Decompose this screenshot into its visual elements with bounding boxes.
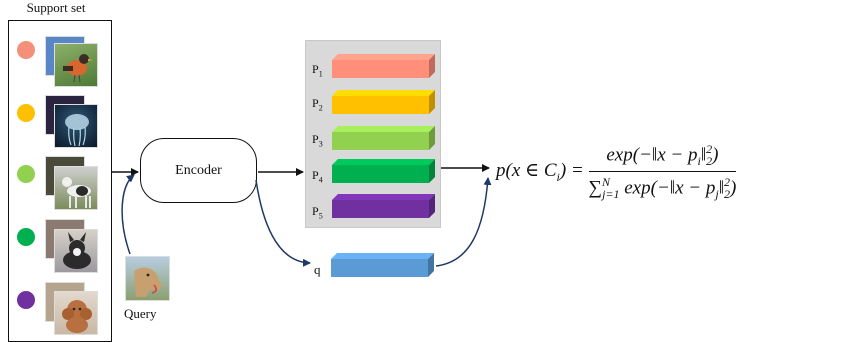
- formula-denominator: ∑Nj=1 exp(−‖x − pj‖22): [589, 172, 737, 202]
- prototype-label-3: P3: [312, 132, 323, 148]
- formula-fraction: exp(−‖x − pi‖22) ∑Nj=1 exp(−‖x − pj‖22): [588, 142, 737, 202]
- greyhound-photo: [54, 166, 98, 210]
- prototype-label-index: 4: [318, 175, 323, 185]
- prototype-bar-1: [332, 54, 435, 78]
- formula-denominator-norm-sup: 2: [724, 175, 731, 190]
- formula-lhs-text: p(x ∈ C: [496, 160, 557, 182]
- prototype-label-index: 1: [318, 69, 323, 79]
- prototype-label-5: P5: [312, 204, 323, 220]
- prototype-label-text: P: [312, 204, 319, 218]
- prototype-label-2: P2: [312, 96, 323, 112]
- formula-denominator-sub: j: [715, 187, 719, 202]
- greyhound-icon: [62, 177, 91, 208]
- formula-numerator-end: ): [712, 144, 719, 166]
- formula-denominator-end: ): [730, 177, 737, 199]
- class-dot-1: [17, 41, 35, 59]
- prototype-bar-5: [332, 194, 435, 218]
- prototype-label-4: P4: [312, 168, 323, 184]
- bird-icon: [63, 54, 93, 83]
- class-dot-3: [17, 165, 35, 183]
- formula-denominator-norm-sub: 2: [724, 187, 731, 202]
- encoder-label: Encoder: [175, 162, 222, 178]
- query-to-encoder-arrow: [121, 174, 135, 255]
- formula-sum-sub: j=1: [602, 187, 620, 202]
- poodle-icon: [62, 300, 92, 333]
- poodle-photo: [54, 291, 98, 335]
- prototype-label-text: P: [312, 168, 319, 182]
- encoder-to-query-embedding-arrow: [255, 179, 311, 267]
- query-dog-icon: [134, 267, 162, 297]
- formula-numerator-norm-sup: 2: [706, 142, 713, 156]
- formula-lhs-sub: i: [556, 170, 560, 185]
- prototype-label-text: P: [312, 96, 319, 110]
- prototype-bar-4: [332, 159, 435, 183]
- prototype-bar-2: [332, 90, 435, 114]
- formula-numerator: exp(−‖x − pi‖22): [588, 142, 737, 173]
- formula-numerator-sub: i: [697, 154, 701, 169]
- prototype-label-text: P: [312, 132, 319, 146]
- formula-numerator-text: exp(−‖x − p: [606, 144, 698, 166]
- formula-sum-sup: N: [602, 175, 611, 190]
- formula-denominator-text: exp(−‖x − p: [619, 177, 716, 199]
- formula-numerator-norm-sub: 2: [706, 154, 713, 169]
- formula-numerator-close: ‖: [700, 144, 707, 166]
- class-dot-5: [17, 291, 35, 309]
- prototype-bar-3: [332, 126, 435, 150]
- formula-lhs: p(x ∈ Ci) =: [496, 160, 584, 185]
- softmax-formula: p(x ∈ Ci) = exp(−‖x − pi‖22) ∑Nj=1 exp(−…: [496, 142, 737, 202]
- jellyfish-photo: [54, 104, 98, 148]
- embedding-bars: [331, 54, 435, 277]
- jellyfish-icon: [65, 114, 89, 147]
- query-embedding-label: q: [314, 262, 321, 277]
- query-photo: [125, 256, 170, 301]
- query-label: Query: [124, 306, 157, 321]
- support-set-title: Support set: [26, 0, 86, 15]
- prototype-label-index: 2: [318, 103, 323, 113]
- prototype-label-index: 3: [318, 139, 323, 149]
- prototype-label-index: 5: [318, 211, 323, 221]
- formula-lhs-close: ) =: [559, 160, 584, 182]
- query-embedding-to-formula-arrow: [435, 177, 492, 267]
- query-embedding-bar: [331, 253, 434, 277]
- class-dot-2: [17, 104, 35, 122]
- bulldog-icon: [63, 232, 91, 269]
- bird-photo: [54, 43, 98, 87]
- class-dot-4: [17, 228, 35, 246]
- formula-sum-symbol: ∑: [588, 177, 603, 199]
- prototype-label-text: P: [312, 62, 319, 76]
- prototype-label-1: P1: [312, 62, 323, 78]
- encoder-box: Encoder: [140, 138, 257, 203]
- bulldog-photo: [54, 229, 98, 273]
- formula-denominator-close: ‖: [718, 177, 725, 199]
